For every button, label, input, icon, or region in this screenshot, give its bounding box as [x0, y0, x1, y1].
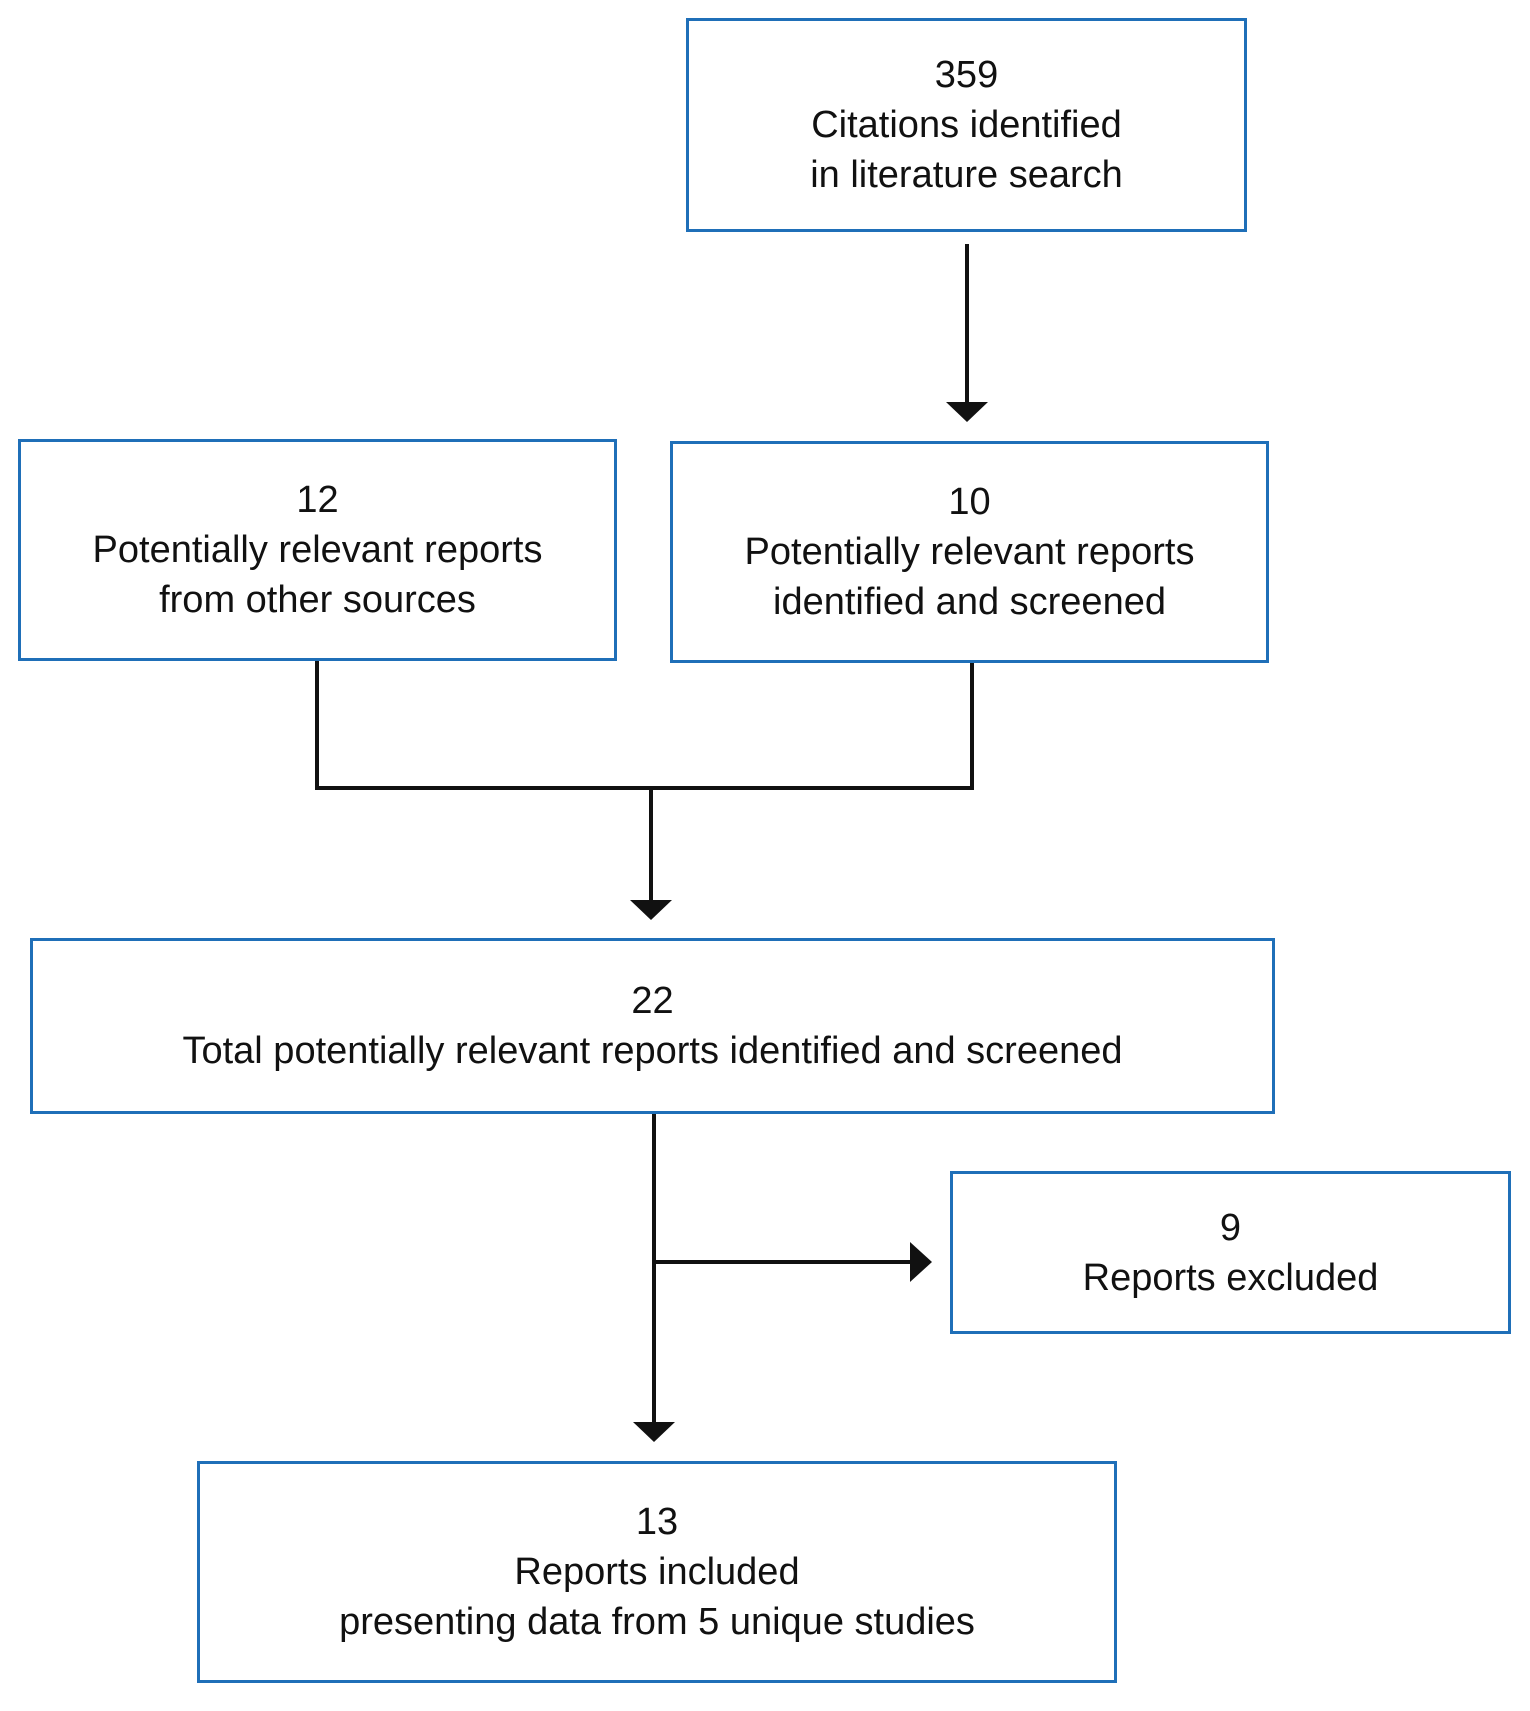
box-label-line: from other sources — [159, 579, 476, 621]
box-count: 13 — [635, 1501, 679, 1543]
box-count: 22 — [631, 980, 674, 1022]
box-label-line: Total potentially relevant reports ident… — [182, 1030, 1123, 1072]
box-label-line: Reports excluded — [1082, 1256, 1379, 1299]
screened-reports-box: 10 Potentially relevant reports identifi… — [670, 441, 1269, 663]
connector-merge — [315, 661, 974, 790]
box-count: 9 — [1219, 1206, 1242, 1249]
box-label-line: Potentially relevant reports — [92, 529, 543, 571]
arrowhead-down-icon — [630, 900, 672, 920]
box-count: 10 — [948, 481, 991, 523]
excluded-reports-box: 9 Reports excluded — [950, 1171, 1511, 1334]
arrowhead-down-icon — [633, 1422, 675, 1442]
arrowhead-right-icon — [910, 1242, 932, 1282]
box-label-line: presenting data from 5 unique studies — [339, 1601, 975, 1643]
total-reports-box: 22 Total potentially relevant reports id… — [30, 938, 1275, 1114]
box-label-line: identified and screened — [773, 581, 1166, 623]
box-label-line: in literature search — [810, 154, 1123, 196]
included-reports-box: 13 Reports included presenting data from… — [197, 1461, 1117, 1683]
citations-identified-box: 359 Citations identified in literature s… — [686, 18, 1247, 232]
arrowhead-down-icon — [946, 402, 988, 422]
box-count: 359 — [934, 54, 999, 96]
box-label-line: Reports included — [514, 1551, 800, 1593]
box-count: 12 — [296, 479, 339, 521]
other-sources-box: 12 Potentially relevant reports from oth… — [18, 439, 617, 661]
box-label-line: Potentially relevant reports — [744, 531, 1195, 573]
box-label-line: Citations identified — [811, 104, 1122, 146]
